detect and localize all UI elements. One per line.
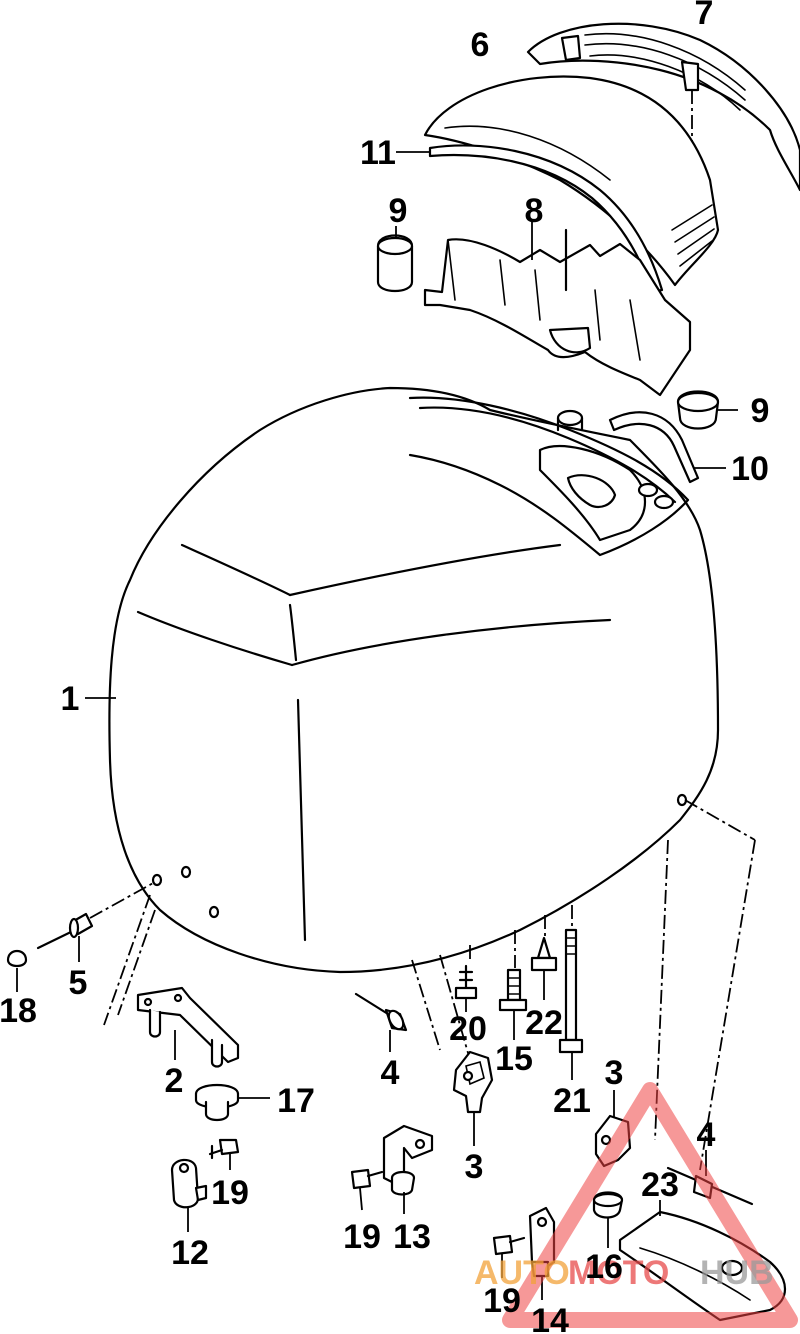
callout-5: 5 bbox=[69, 964, 88, 1002]
callout-13: 13 bbox=[393, 1218, 431, 1256]
part-16-grommet bbox=[592, 1191, 624, 1248]
part-13-bracket bbox=[382, 1124, 434, 1214]
callout-2: 2 bbox=[165, 1062, 184, 1100]
callout-10: 10 bbox=[731, 450, 769, 488]
watermark-text-auto: AUTO bbox=[474, 1254, 570, 1292]
part-21-long-bolt bbox=[558, 928, 584, 1080]
watermark-triangle-icon bbox=[502, 1082, 798, 1328]
part-4-rivet-left bbox=[354, 992, 408, 1052]
callout-16: 16 bbox=[585, 1248, 623, 1286]
callout-9-right: 9 bbox=[751, 392, 770, 430]
callout-11: 11 bbox=[360, 134, 396, 172]
part-15-bolt bbox=[498, 968, 528, 1040]
callout-18: 18 bbox=[0, 992, 37, 1030]
part-10-seal bbox=[608, 411, 726, 484]
callout-19-b: 19 bbox=[343, 1218, 381, 1256]
part-19-screw-a bbox=[208, 1138, 240, 1170]
part-22-tapping-screw bbox=[530, 936, 558, 1000]
callout-14: 14 bbox=[531, 1302, 569, 1334]
watermark-text-moto: MOTO bbox=[568, 1254, 669, 1292]
callout-19-c: 19 bbox=[483, 1282, 521, 1320]
callout-22: 22 bbox=[525, 1004, 563, 1042]
part-20-bolt bbox=[454, 964, 478, 1012]
callout-3-right: 3 bbox=[605, 1054, 624, 1092]
part-7-top-rail bbox=[526, 22, 800, 192]
callout-20: 20 bbox=[449, 1010, 487, 1048]
part-9-grommet-right bbox=[676, 390, 738, 430]
watermark-logo: AUTO MOTO HUB bbox=[474, 1082, 798, 1328]
part-19-screw-b bbox=[350, 1168, 384, 1211]
part-5-rivet bbox=[36, 912, 94, 962]
callout-21: 21 bbox=[553, 1082, 591, 1120]
part-3-latch-center bbox=[452, 1050, 494, 1146]
callout-15: 15 bbox=[495, 1040, 533, 1078]
part-8-inner-frame bbox=[423, 222, 692, 397]
callout-19-a: 19 bbox=[211, 1174, 249, 1212]
callout-1: 1 bbox=[61, 680, 80, 718]
part-23-cover-plate bbox=[618, 1200, 786, 1322]
callout-4-left: 4 bbox=[381, 1054, 400, 1092]
part-2-bracket bbox=[136, 986, 240, 1068]
callout-17: 17 bbox=[277, 1082, 315, 1120]
assembly-lines bbox=[89, 799, 756, 1171]
callout-4-right: 4 bbox=[697, 1116, 716, 1154]
callout-12: 12 bbox=[171, 1234, 209, 1272]
part-19-screw-c bbox=[492, 1234, 526, 1278]
callout-labels: 7 6 11 9 8 9 10 1 5 18 2 17 19 12 19 13 … bbox=[0, 0, 769, 1334]
part-1-engine-cover bbox=[85, 386, 720, 974]
watermark-text-hub: HUB bbox=[700, 1254, 774, 1292]
callout-23: 23 bbox=[641, 1166, 679, 1204]
callout-7: 7 bbox=[695, 0, 714, 32]
callout-8: 8 bbox=[525, 192, 544, 230]
part-9-grommet-left bbox=[376, 226, 414, 293]
callout-3-center: 3 bbox=[465, 1148, 484, 1186]
part-12-clip bbox=[170, 1158, 208, 1232]
callout-9-left: 9 bbox=[389, 192, 408, 230]
part-17-bushing bbox=[194, 1084, 270, 1122]
callout-6: 6 bbox=[471, 26, 490, 64]
part-18-cap bbox=[6, 949, 28, 992]
